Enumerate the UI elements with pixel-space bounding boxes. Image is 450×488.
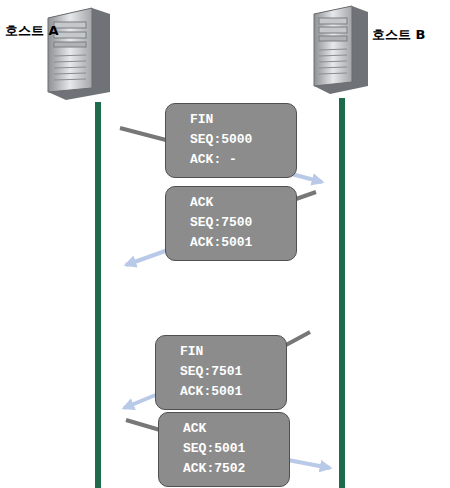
message-field: ACK:5001 (180, 382, 276, 402)
message-box: FINSEQ:7501ACK:5001 (155, 335, 287, 410)
message-line (120, 128, 166, 140)
message-line (296, 192, 316, 199)
message-field: ACK:5001 (190, 233, 286, 253)
message-box: FINSEQ:5000ACK: - (165, 103, 297, 178)
message-line (286, 332, 310, 345)
message-field: ACK: - (190, 150, 286, 170)
server-icon (314, 6, 368, 94)
message-field: SEQ:7501 (180, 362, 276, 382)
message-arrow (126, 250, 168, 265)
message-box: ACKSEQ:5001ACK:7502 (158, 412, 290, 487)
lifeline (95, 102, 101, 488)
lifeline (339, 98, 345, 488)
message-field: FIN (180, 342, 276, 362)
message-field: ACK (183, 419, 279, 439)
message-field: ACK:7502 (183, 459, 279, 479)
host-label: 호스트 B (372, 26, 425, 44)
message-field: FIN (190, 110, 286, 130)
message-field: SEQ:5000 (190, 130, 286, 150)
message-field: ACK (190, 193, 286, 213)
message-box: ACKSEQ:7500ACK:5001 (165, 186, 297, 261)
message-field: SEQ:7500 (190, 213, 286, 233)
message-arrow (288, 460, 330, 468)
host-label: 호스트 A (5, 22, 59, 40)
message-line (126, 420, 160, 430)
server-icon (48, 8, 110, 100)
message-arrow (124, 394, 158, 408)
message-field: SEQ:5001 (183, 439, 279, 459)
